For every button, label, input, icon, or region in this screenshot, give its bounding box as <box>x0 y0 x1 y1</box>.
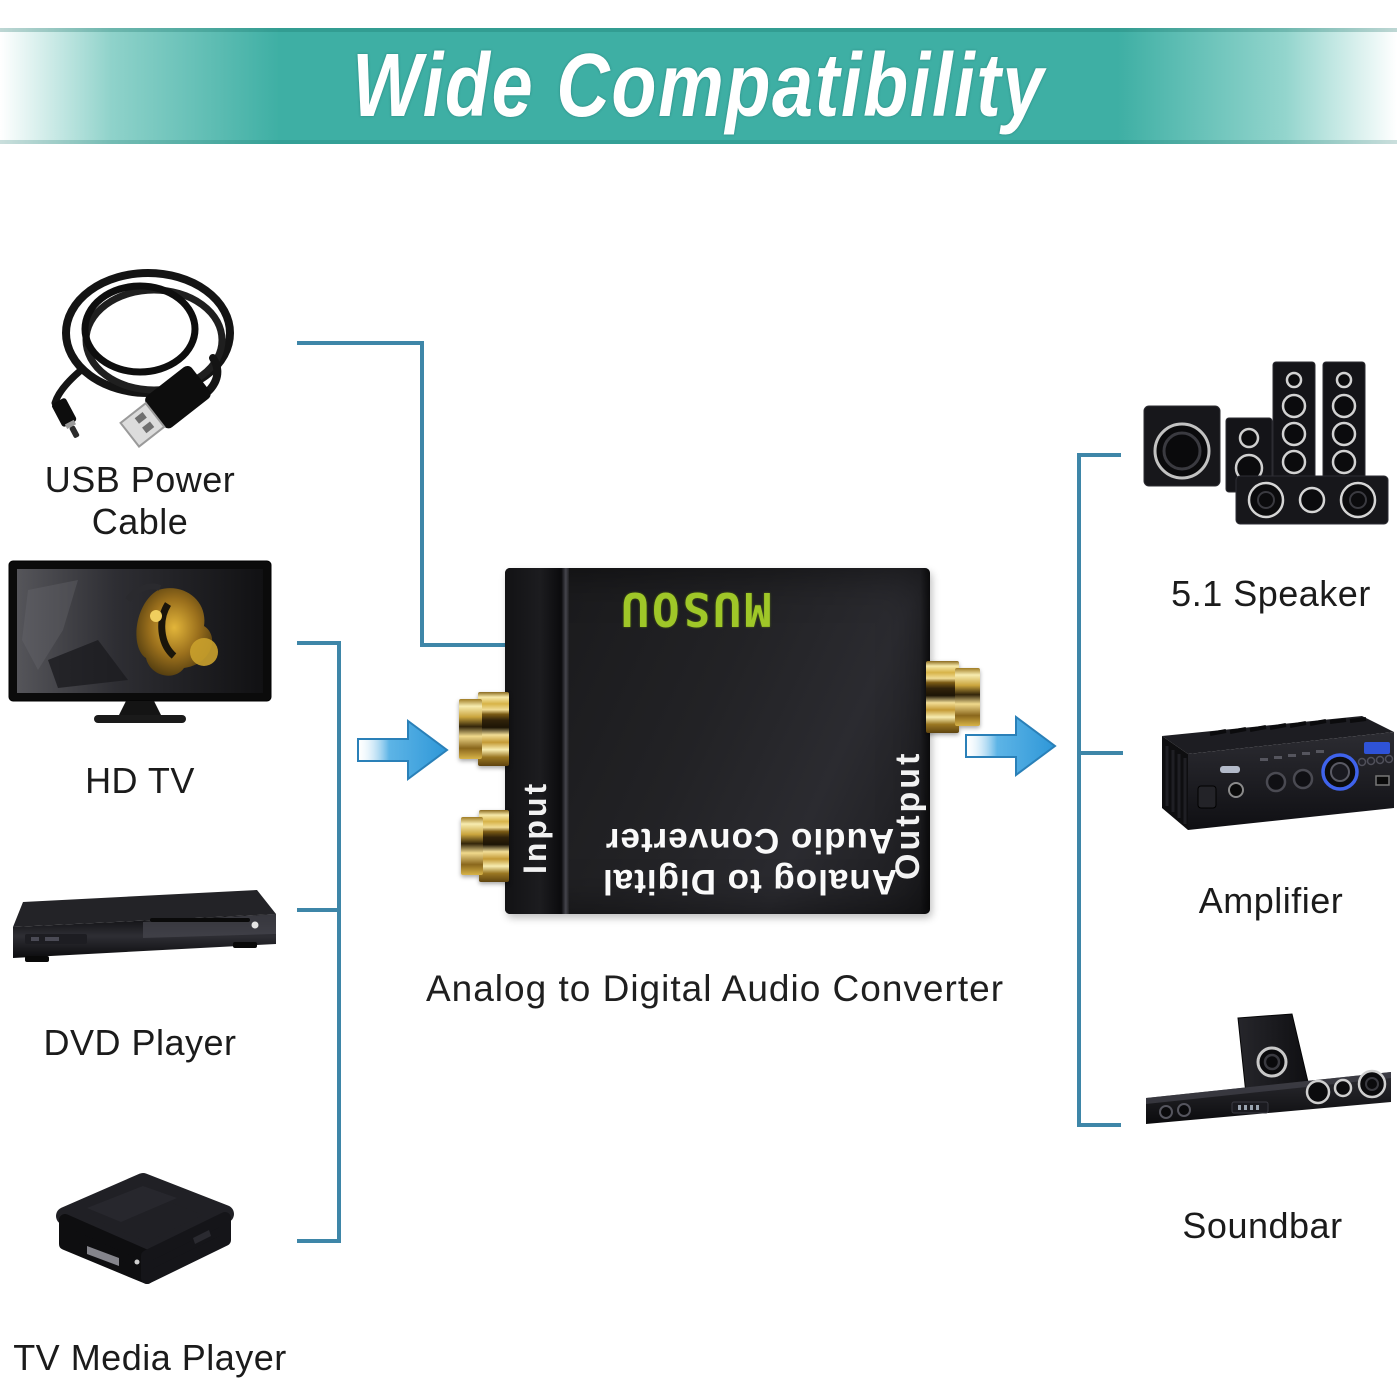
tv-media-player-label: TV Media Player <box>13 1337 287 1378</box>
connector-line-left-bus <box>337 641 341 1243</box>
converter-caption: Analog to Digital Audio Converter <box>425 968 1005 1009</box>
surround-speaker-set-image <box>1140 358 1392 530</box>
converter-panel-line2: Audio Converter <box>604 821 895 860</box>
usb-power-cable-image <box>28 243 260 449</box>
soundbar-icon <box>1146 1013 1391 1124</box>
connector-line-speaker-stub <box>1077 453 1121 457</box>
converter-device-image: MUSOU Input Output Analog to Digital Aud… <box>505 568 930 914</box>
hd-tv-icon <box>8 560 272 723</box>
connector-line-usb-vertical <box>420 341 424 647</box>
dvd-player-image <box>5 880 278 985</box>
connector-line-soundbar-stub <box>1077 1123 1121 1127</box>
converter-panel-line1: Analog to Digital <box>601 862 898 901</box>
connector-line-usb-horizontal <box>297 341 424 345</box>
amplifier-label: Amplifier <box>1198 880 1344 921</box>
output-flow-arrow-icon <box>964 708 1058 789</box>
amplifier-icon <box>1162 716 1394 830</box>
soundbar-image <box>1140 1010 1397 1145</box>
soundbar-label: Soundbar <box>1182 1205 1343 1246</box>
connector-line-hdtv-stub <box>297 641 341 645</box>
dvd-player-icon <box>13 890 276 962</box>
connector-line-usb-to-converter <box>420 643 508 647</box>
banner: Wide Compatibility <box>0 28 1397 144</box>
connector-line-tvmp-stub <box>297 1239 341 1243</box>
dvd-player-label: DVD Player <box>43 1022 237 1063</box>
tv-media-player-icon <box>56 1173 234 1284</box>
rca-jack-input-bottom-icon <box>461 810 509 882</box>
connector-line-dvd-stub <box>297 908 341 912</box>
usb-power-cable-icon <box>51 269 234 448</box>
input-flow-arrow-icon <box>356 712 450 793</box>
surround-speaker-label: 5.1 Speaker <box>1171 573 1371 614</box>
coaxial-jack-output-icon <box>926 661 980 733</box>
banner-title: Wide Compatibility <box>351 35 1046 136</box>
hd-tv-image <box>8 560 272 732</box>
converter-panel-text: Analog to Digital Audio Converter <box>579 820 920 902</box>
converter-brand-logo: MUSOU <box>618 582 772 636</box>
converter-input-label: Input <box>517 780 553 874</box>
hd-tv-label: HD TV <box>85 760 195 801</box>
surround-speaker-set-icon <box>1143 361 1389 525</box>
converter-lid-panel <box>505 568 569 914</box>
amplifier-image <box>1140 710 1396 850</box>
connector-line-amplifier-stub <box>1081 751 1123 755</box>
rca-jack-input-top-icon <box>459 692 509 766</box>
usb-power-cable-label: USB Power Cable <box>44 459 236 542</box>
connector-line-right-bus <box>1077 453 1081 1127</box>
converter-right-edge-shade <box>920 568 930 914</box>
tv-media-player-image <box>25 1158 255 1300</box>
